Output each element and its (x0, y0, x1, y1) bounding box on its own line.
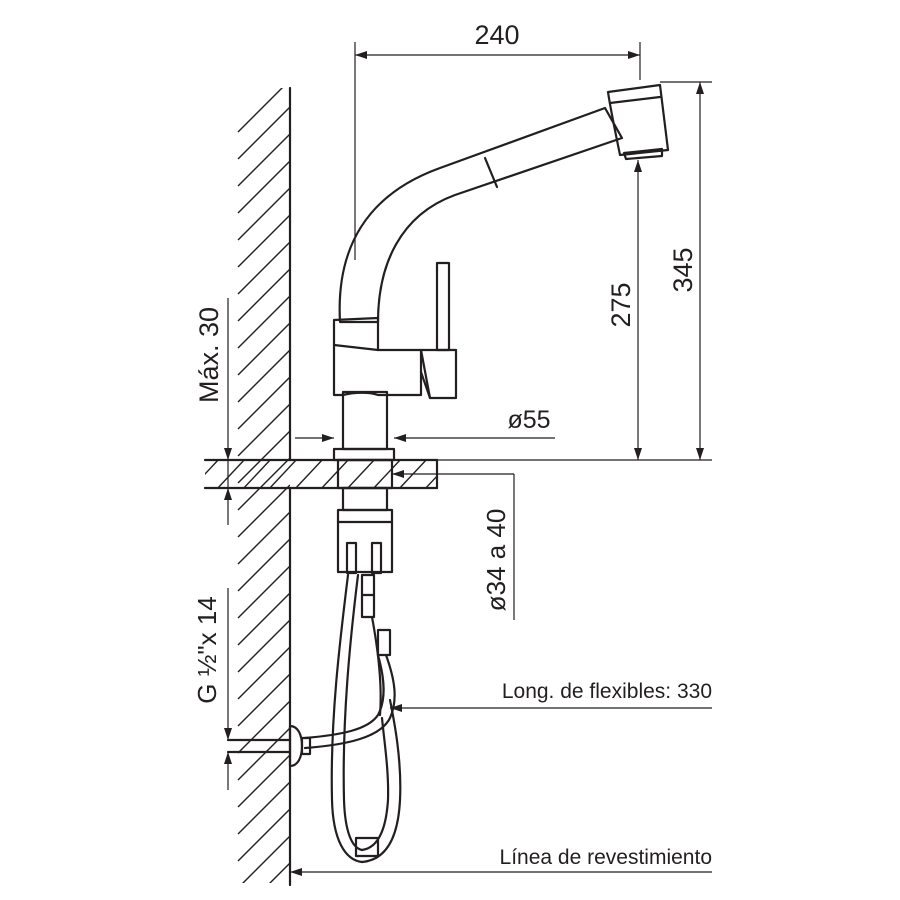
base-diameter-label: ø55 (507, 406, 550, 434)
connection-thread-label: G ½"x 14 (192, 596, 222, 704)
wall-line-label: Línea de revestimiento (500, 846, 712, 869)
dimension-labels: 240 345 275 Máx. 30 ø55 ø34 a 40 G ½"x 1… (192, 20, 712, 869)
outlet-height-label: 275 (606, 282, 636, 327)
total-height-label: 345 (668, 247, 698, 292)
hole-diameter-label: ø34 a 40 (481, 509, 511, 612)
fixing-assembly (336, 458, 394, 657)
faucet-body (332, 83, 670, 462)
hose-length-label: Long. de flexibles: 330 (502, 680, 712, 703)
max-thickness-label: Máx. 30 (194, 307, 224, 403)
dimension-lines (224, 42, 712, 876)
wall-hatching (237, 86, 292, 887)
spout-reach-label: 240 (474, 20, 519, 50)
countertop (203, 458, 712, 490)
flexible-hoses (226, 573, 402, 864)
